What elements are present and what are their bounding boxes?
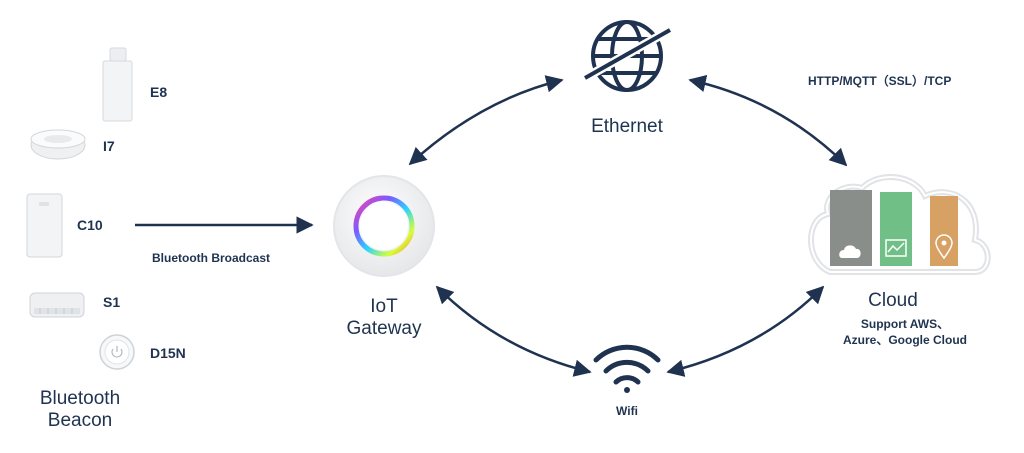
cloud-analytics-panel	[880, 192, 912, 266]
cloud-support-text: Support AWS、 Azure、Google Cloud	[820, 316, 990, 348]
iot-gateway-line2: Gateway	[346, 318, 422, 339]
iot-gateway-image	[333, 175, 435, 277]
device-c10-image	[26, 193, 63, 258]
gateway-ethernet-arrow	[408, 75, 564, 166]
globe-icon	[582, 20, 673, 92]
bluetooth-beacon-line1: Bluetooth	[39, 388, 121, 409]
device-label-e8: E8	[150, 84, 168, 100]
protocol-label: HTTP/MQTT（SSL）/TCP	[808, 74, 952, 88]
ethernet-cloud-arrow	[688, 74, 848, 167]
bluetooth-beacon-line2: Beacon	[47, 410, 113, 431]
cloud-support-line1: Support AWS、	[860, 317, 950, 331]
device-label-d15n: D15N	[150, 345, 186, 361]
device-label-s1: S1	[103, 294, 121, 310]
bluetooth-beacon-title: Bluetooth Beacon	[18, 388, 142, 432]
device-d15n-image	[99, 334, 135, 370]
cloud-icon	[808, 173, 991, 275]
cloud-storage-glyph	[839, 245, 861, 258]
wifi-cloud-arrow	[666, 285, 825, 377]
gateway-wifi-arrow	[435, 285, 592, 377]
device-e8-image	[102, 47, 133, 122]
iot-gateway-title: IoT Gateway	[334, 296, 434, 340]
device-i7-image	[30, 129, 86, 160]
device-s1-image	[29, 292, 85, 318]
cloud-title: Cloud	[868, 290, 918, 311]
chart-glyph-icon	[885, 239, 907, 257]
ethernet-label: Ethernet	[591, 116, 663, 137]
device-label-c10: C10	[77, 217, 103, 233]
cloud-support-line2: Azure、Google Cloud	[843, 333, 967, 347]
location-pin-icon	[935, 234, 953, 260]
iot-gateway-line1: IoT	[370, 296, 398, 317]
cloud-location-panel	[930, 196, 958, 266]
wifi-icon	[593, 344, 661, 393]
bluetooth-broadcast-label: Bluetooth Broadcast	[152, 251, 271, 265]
device-label-i7: I7	[103, 138, 115, 154]
wifi-label: Wifi	[616, 404, 638, 418]
